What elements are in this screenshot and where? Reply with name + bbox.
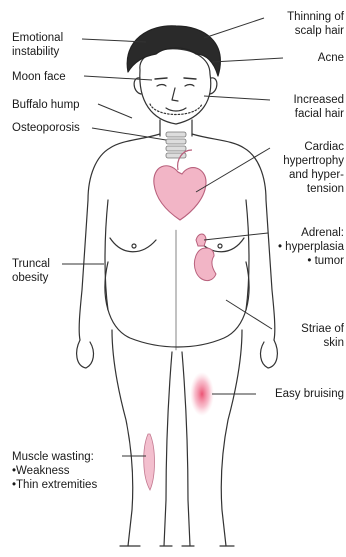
label-thinning-scalp-hair: Thinning of scalp hair [287, 10, 344, 38]
label-emotional-instability: Emotional instability [12, 31, 63, 59]
belly-outline [105, 262, 249, 347]
label-buffalo-hump: Buffalo hump [12, 98, 80, 112]
label-moon-face: Moon face [12, 70, 66, 84]
head-outline [140, 49, 211, 124]
label-cardiac-hypertrophy: Cardiac hypertrophy and hyper- tension [283, 140, 344, 196]
muscle-wasting-icon [144, 434, 155, 490]
label-muscle-wasting: Muscle wasting: •Weakness •Thin extremit… [12, 450, 97, 492]
label-truncal-obesity: Truncal obesity [12, 257, 50, 285]
label-acne: Acne [318, 51, 344, 65]
label-easy-bruising: Easy bruising [275, 387, 344, 401]
torso-outline [79, 134, 160, 340]
label-adrenal: Adrenal: • hyperplasia • tumor [278, 226, 344, 268]
hair [127, 26, 220, 76]
leader-lines [62, 18, 283, 456]
label-striae: Striae of skin [301, 322, 344, 350]
kidney-icon [194, 248, 216, 281]
label-increased-facial-hair: Increased facial hair [293, 93, 344, 121]
heart-icon [154, 166, 206, 220]
label-osteoporosis: Osteoporosis [12, 121, 80, 135]
bruise-icon [190, 372, 214, 416]
